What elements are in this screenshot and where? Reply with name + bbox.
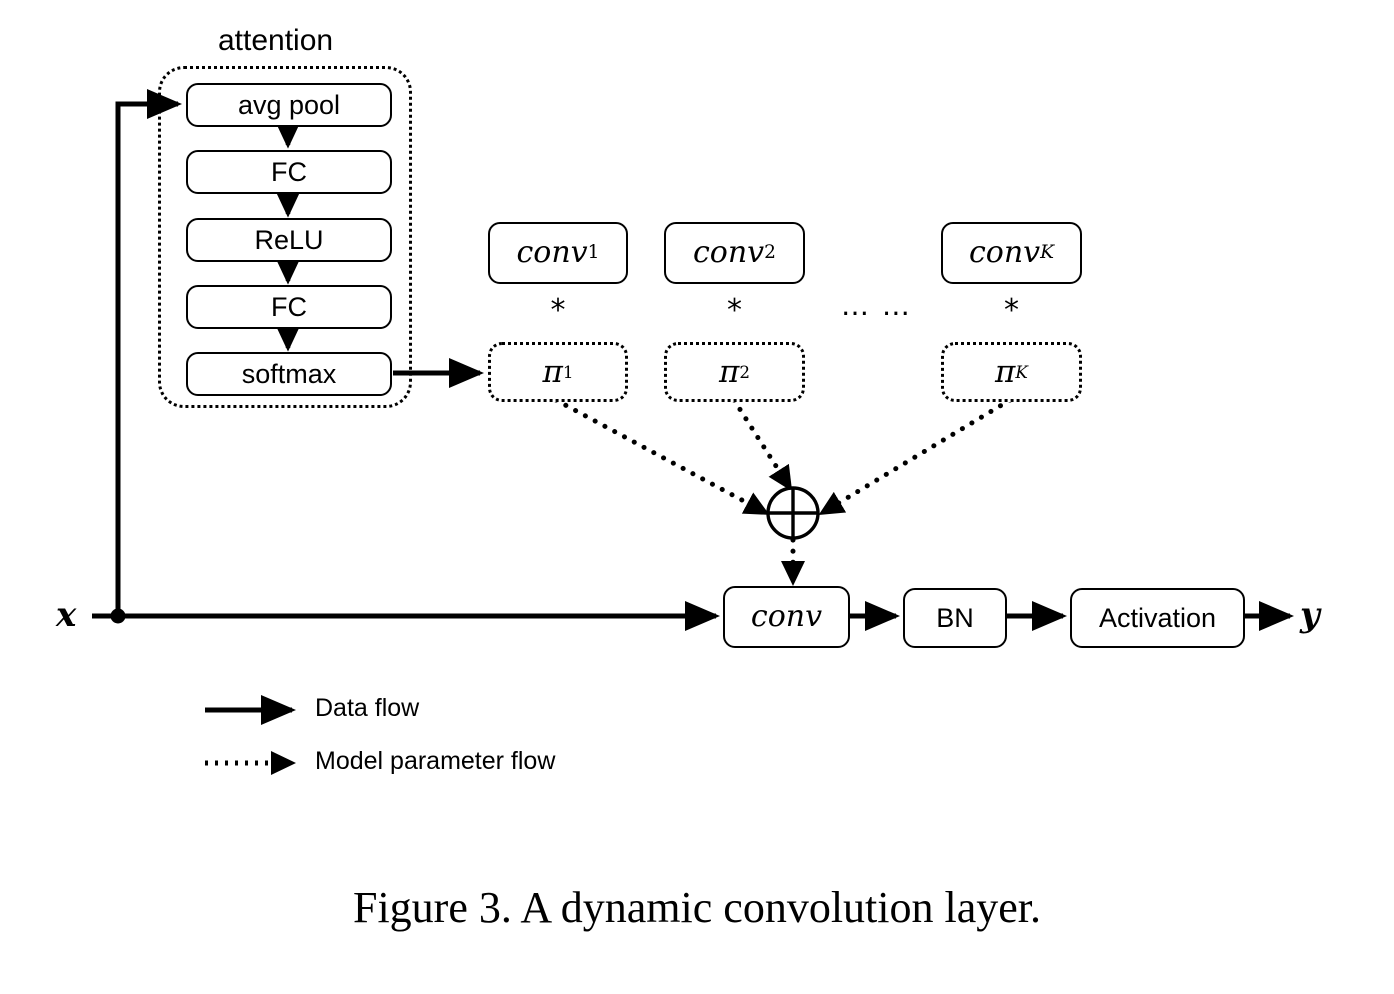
main-block-bn[interactable]: BN xyxy=(903,588,1007,648)
attention-weight-label: π xyxy=(995,353,1016,390)
attention-weight-subscript: 2 xyxy=(739,361,751,382)
conv-kernel-label: conv xyxy=(968,235,1041,270)
attention-block-label: FC xyxy=(271,291,307,322)
piK-to-sum xyxy=(818,397,1013,516)
legend-label: Model parameter flow xyxy=(315,747,556,775)
main-block-activation[interactable]: Activation xyxy=(1070,588,1245,648)
conv-kernel-subscript: 1 xyxy=(587,241,600,263)
conv-kernel-label: conv xyxy=(516,235,588,270)
attention-weight-subscript: K xyxy=(1015,361,1028,382)
aggregate-sum-symbol xyxy=(766,486,820,540)
main-block-conv[interactable]: conv xyxy=(723,586,850,648)
attention-title: attention xyxy=(218,24,334,57)
input-label-x: x xyxy=(56,598,76,632)
conv-kernel-label: conv xyxy=(693,235,765,270)
attention-block-avg-pool[interactable]: avg pool xyxy=(186,83,392,127)
attention-weight-label: π xyxy=(718,353,740,390)
attention-block-softmax[interactable]: softmax xyxy=(186,352,392,396)
multiply-symbol-glyph: * xyxy=(550,293,566,328)
attention-weight-label: π xyxy=(542,353,563,390)
multiply-symbol-k: * xyxy=(941,296,1082,326)
legend-label: Data flow xyxy=(315,694,420,722)
multiply-symbol-1: * xyxy=(488,296,628,326)
legend-item-data-flow-label: Data flow xyxy=(315,696,419,721)
attention-container xyxy=(158,66,412,408)
attention-block-relu[interactable]: ReLU xyxy=(186,218,392,262)
kernel-ellipsis: … … xyxy=(841,292,912,320)
attention-block-label: softmax xyxy=(241,358,337,389)
attention-block-label: ReLU xyxy=(254,224,324,255)
conv-kernel-subscript: 2 xyxy=(764,241,776,263)
main-block-label: BN xyxy=(936,602,974,633)
multiply-symbol-glyph: * xyxy=(1004,293,1019,328)
attention-block-fc-2[interactable]: FC xyxy=(186,285,392,329)
multiply-symbol-glyph: * xyxy=(727,293,742,328)
legend-item-parameter-flow-label: Model parameter flow xyxy=(315,749,555,774)
multiply-symbol-2: * xyxy=(664,296,805,326)
main-block-label: conv xyxy=(750,599,823,634)
output-label-y: y xyxy=(1300,598,1320,632)
input-junction-dot xyxy=(110,608,126,624)
attention-block-label: FC xyxy=(271,156,307,187)
figure-caption: Figure 3. A dynamic convolution layer. xyxy=(352,883,1041,932)
pi2-to-sum xyxy=(731,397,793,492)
attention-block-label: avg pool xyxy=(237,89,341,120)
input-label-glyph: x xyxy=(56,595,77,635)
attention-weight-subscript: 1 xyxy=(562,361,574,382)
conv-kernel-subscript: K xyxy=(1040,241,1055,263)
main-block-label: Activation xyxy=(1098,602,1217,633)
attention-block-fc-1[interactable]: FC xyxy=(186,150,392,194)
parameter-flow-arrows xyxy=(553,397,1013,587)
pi1-to-sum xyxy=(553,397,770,516)
output-label-glyph: y xyxy=(1300,595,1320,635)
kernel-ellipsis-glyph: … … xyxy=(841,289,912,322)
